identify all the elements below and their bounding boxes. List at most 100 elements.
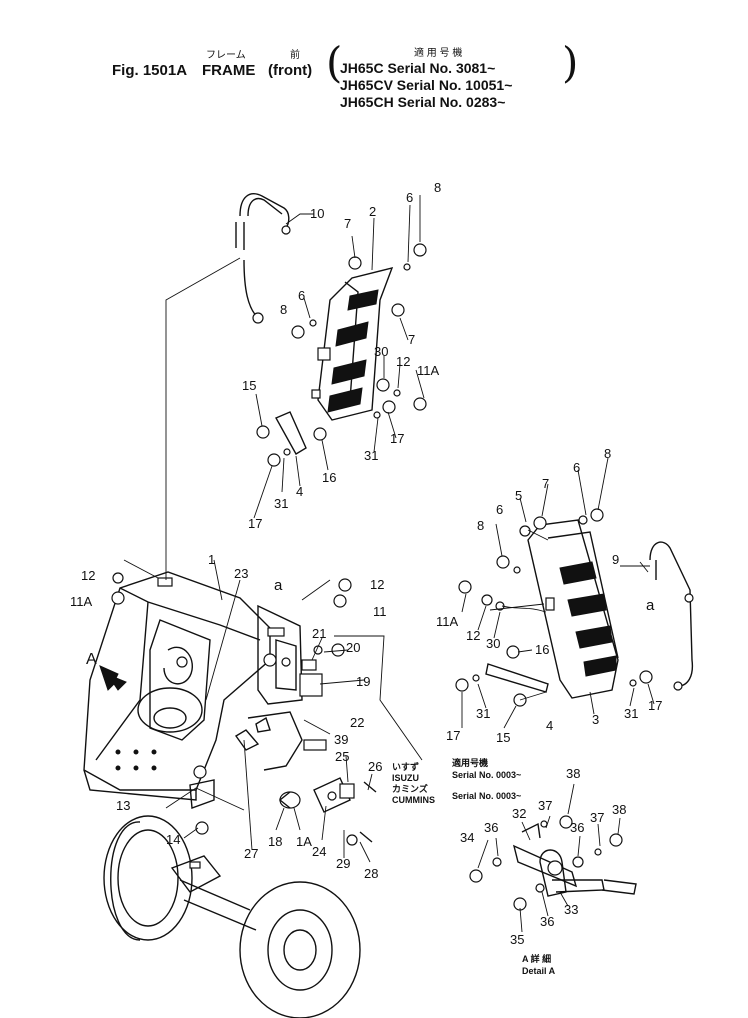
note-cummins-jp: カミンズ <box>392 783 428 794</box>
callout-22: 22 <box>350 715 364 730</box>
right-handrail <box>649 541 694 687</box>
callout-36-b: 36 <box>570 820 584 835</box>
callout-view-a: A <box>86 651 97 668</box>
callout-32: 32 <box>512 806 526 821</box>
callout-12-right: 12 <box>370 577 384 592</box>
callout-17-left: 17 <box>248 516 262 531</box>
callout-8-d: 8 <box>604 446 611 461</box>
close-brace: ) <box>562 38 579 87</box>
front-frame <box>83 571 303 801</box>
callout-17-right-b: 17 <box>648 698 662 713</box>
note-cummins: CUMMINS <box>392 795 435 805</box>
callout-17-upper: 17 <box>390 431 404 446</box>
callout-14: 14 <box>166 832 180 847</box>
callout-6-b: 6 <box>298 288 305 303</box>
callout-29: 29 <box>336 856 350 871</box>
view-arrow-a <box>99 665 127 691</box>
serial-line-2: JH65CV Serial No. 10051~ <box>340 77 513 93</box>
callout-15-right: 15 <box>496 730 510 745</box>
serial-line-1: JH65C Serial No. 3081~ <box>340 60 496 76</box>
title-english: FRAME <box>202 62 256 79</box>
callout-36-c: 36 <box>540 914 554 929</box>
callout-a-frame: a <box>274 577 283 594</box>
callout-11a-left: 11A <box>70 594 92 609</box>
callout-15-upper: 15 <box>242 378 256 393</box>
callout-20: 20 <box>346 640 360 655</box>
callout-26: 26 <box>368 759 382 774</box>
note-detail-jp: A 詳 細 <box>522 953 551 964</box>
callout-27: 27 <box>244 846 258 861</box>
subtitle-english: (front) <box>268 62 313 79</box>
callout-4-right: 4 <box>546 718 553 733</box>
callout-8-a: 8 <box>434 180 441 195</box>
callout-12-upper: 12 <box>396 354 410 369</box>
callout-11a-right: 11A <box>436 614 458 629</box>
note-detail-a: Detail A <box>522 966 556 976</box>
callout-5: 5 <box>515 488 522 503</box>
callout-8-c: 8 <box>477 518 484 533</box>
upper-step-ladder <box>311 266 394 421</box>
callout-13: 13 <box>116 798 130 813</box>
callout-9: 9 <box>612 552 619 567</box>
callout-3: 3 <box>592 712 599 727</box>
figure-number: Fig. 1501A <box>112 62 188 79</box>
callout-16-right: 16 <box>535 642 549 657</box>
callout-30-upper: 30 <box>374 344 388 359</box>
callout-31-left: 31 <box>274 496 288 511</box>
callout-6-d: 6 <box>573 460 580 475</box>
callout-35: 35 <box>510 932 524 947</box>
note-applicable-jp: 適用号機 <box>452 757 488 768</box>
callout-6-a: 6 <box>406 190 413 205</box>
upper-bracket <box>275 411 307 455</box>
callout-21: 21 <box>312 626 326 641</box>
callout-11: 11 <box>373 604 387 619</box>
callout-28: 28 <box>364 866 378 881</box>
callout-7-b: 7 <box>408 332 415 347</box>
note-isuzu: ISUZU <box>392 773 419 783</box>
callout-10: 10 <box>310 206 324 221</box>
callout-37-b: 37 <box>590 810 604 825</box>
detail-a-assembly <box>469 815 637 911</box>
callout-31-right-a: 31 <box>476 706 490 721</box>
callout-34: 34 <box>460 830 474 845</box>
callout-23: 23 <box>234 566 248 581</box>
note-serial-cummins: Serial No. 0003~ <box>452 791 521 801</box>
callout-12-ladder: 12 <box>466 628 480 643</box>
callout-38-a: 38 <box>566 766 580 781</box>
engine-notes: いすず ISUZU カミンズ CUMMINS 適用号機 Serial No. 0… <box>392 757 556 976</box>
title-japanese: フレーム <box>206 50 246 61</box>
callout-31-right-b: 31 <box>624 706 638 721</box>
callout-labels: 1 2 3 4 4 5 6 6 6 6 7 7 7 8 8 8 8 9 10 1… <box>70 180 662 947</box>
callout-38-b: 38 <box>612 802 626 817</box>
right-bracket <box>485 663 549 693</box>
right-step-ladder <box>527 519 619 699</box>
callout-18: 18 <box>268 834 282 849</box>
callout-1: 1 <box>208 552 215 567</box>
callout-31-upper: 31 <box>364 448 378 463</box>
callout-36-a: 36 <box>484 820 498 835</box>
subtitle-japanese: 前 <box>290 50 300 61</box>
serial-line-3: JH65CH Serial No. 0283~ <box>340 94 506 110</box>
callout-6-c: 6 <box>496 502 503 517</box>
note-isuzu-jp: いすず <box>392 761 419 772</box>
callout-7-a: 7 <box>344 216 351 231</box>
open-brace: ( <box>326 38 343 87</box>
callout-24: 24 <box>312 844 326 859</box>
callout-4-upper: 4 <box>296 484 303 499</box>
note-serial-isuzu: Serial No. 0003~ <box>452 770 521 780</box>
upper-handrail <box>239 193 290 319</box>
callout-a-handrail: a <box>646 597 655 614</box>
callout-33: 33 <box>564 902 578 917</box>
callout-19: 19 <box>356 674 370 689</box>
callout-37-a: 37 <box>538 798 552 813</box>
callout-39: 39 <box>334 732 348 747</box>
callout-30-right: 30 <box>486 636 500 651</box>
front-axle-and-wheels <box>103 815 361 1018</box>
applicable-models-japanese: 適 用 号 機 <box>414 48 463 59</box>
callout-8-b: 8 <box>280 302 287 317</box>
leader-lines <box>123 195 655 933</box>
callout-12-left: 12 <box>81 568 95 583</box>
callout-17-right-a: 17 <box>446 728 460 743</box>
